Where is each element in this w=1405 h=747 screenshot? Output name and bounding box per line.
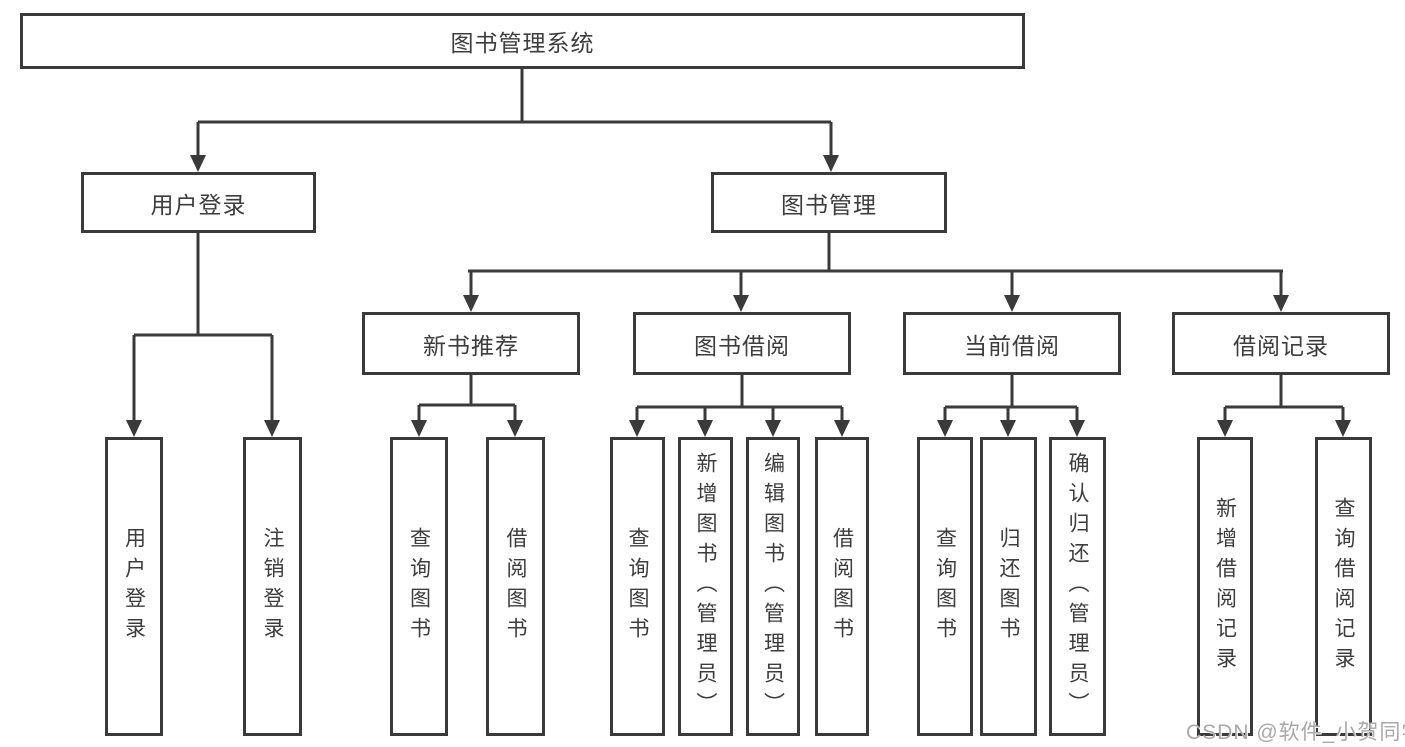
connector-lines xyxy=(132,69,1345,424)
node-borrow-records: 借阅记录 xyxy=(1172,312,1390,375)
node-book-management: 图书管理 xyxy=(711,172,947,233)
node-current-borrow: 当前借阅 xyxy=(903,312,1121,375)
leaf-query-books-2-label: 查询图书 xyxy=(626,526,649,647)
node-borrow-records-label: 借阅记录 xyxy=(1233,332,1329,359)
node-user-login-label: 用户登录 xyxy=(150,191,247,218)
node-book-borrow: 图书借阅 xyxy=(633,312,851,375)
leaf-user-login-label: 用户登录 xyxy=(122,526,146,647)
leaf-edit-book-admin-label: 编辑图书（管理员） xyxy=(761,451,785,722)
node-current-borrow-label: 当前借阅 xyxy=(964,332,1060,359)
leaf-add-borrow-record-label: 新增借阅记录 xyxy=(1213,496,1237,677)
node-new-book-recommend-label: 新书推荐 xyxy=(423,332,519,359)
leaf-return-book-label: 归还图书 xyxy=(997,526,1020,647)
leaf-query-books-1-label: 查询图书 xyxy=(407,526,431,647)
leaf-query-borrow-record: 查询借阅记录 xyxy=(1315,437,1372,736)
csdn-watermark: CSDN @软件_小贺同学 xyxy=(1186,721,1405,744)
leaf-return-book: 归还图书 xyxy=(980,437,1037,736)
leaf-add-borrow-record: 新增借阅记录 xyxy=(1197,437,1253,736)
leaf-query-books-2: 查询图书 xyxy=(610,437,665,736)
leaf-user-login: 用户登录 xyxy=(105,437,163,736)
leaf-confirm-return-admin-label: 确认归还（管理员） xyxy=(1066,451,1089,722)
leaf-query-borrow-record-label: 查询借阅记录 xyxy=(1332,496,1355,677)
leaf-query-books-1: 查询图书 xyxy=(390,437,448,736)
leaf-logout: 注销登录 xyxy=(243,437,302,736)
leaf-edit-book-admin: 编辑图书（管理员） xyxy=(746,437,800,736)
leaf-logout-label: 注销登录 xyxy=(261,526,284,647)
leaf-borrow-books-2: 借阅图书 xyxy=(815,437,869,736)
node-book-management-label: 图书管理 xyxy=(781,191,877,218)
node-root: 图书管理系统 xyxy=(20,13,1025,69)
node-book-borrow-label: 图书借阅 xyxy=(694,332,790,359)
connector-arrowheads xyxy=(126,155,1351,437)
node-new-book-recommend: 新书推荐 xyxy=(362,312,580,375)
leaf-add-book-admin: 新增图书（管理员） xyxy=(678,437,733,736)
leaf-query-books-3-label: 查询图书 xyxy=(933,526,957,647)
leaf-add-book-admin-label: 新增图书（管理员） xyxy=(694,451,717,722)
leaf-borrow-books-1-label: 借阅图书 xyxy=(504,526,527,647)
node-user-login: 用户登录 xyxy=(81,172,316,233)
leaf-borrow-books-1: 借阅图书 xyxy=(486,437,545,736)
leaf-confirm-return-admin: 确认归还（管理员） xyxy=(1049,437,1106,736)
node-root-label: 图书管理系统 xyxy=(450,30,595,56)
leaf-query-books-3: 查询图书 xyxy=(917,437,973,736)
leaf-borrow-books-2-label: 借阅图书 xyxy=(830,526,854,647)
